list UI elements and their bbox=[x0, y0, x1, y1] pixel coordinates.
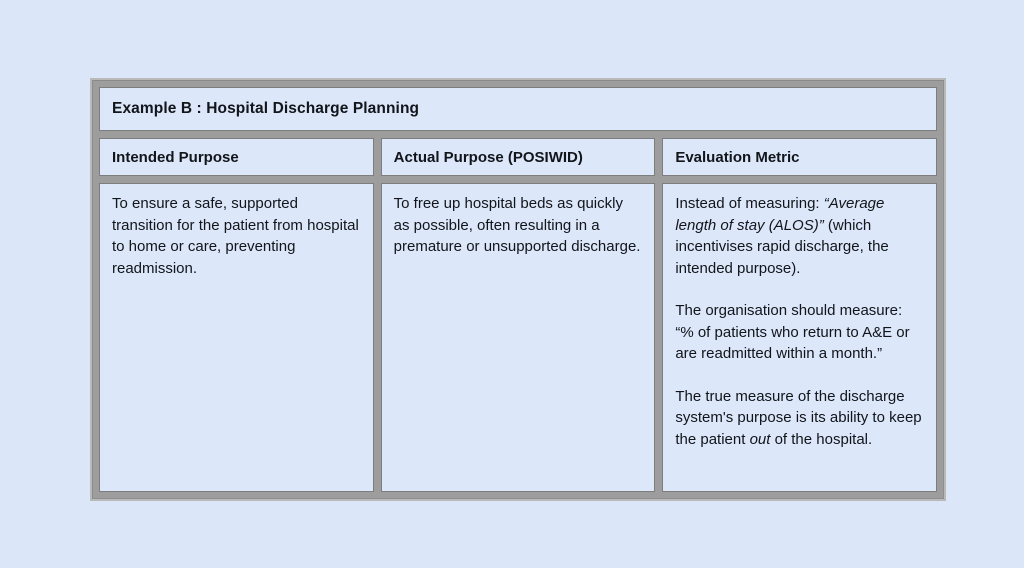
column-header-evaluation-metric: Evaluation Metric bbox=[663, 139, 936, 175]
cell-intended-purpose: To ensure a safe, supported transition f… bbox=[100, 184, 373, 491]
table-title-row: Example B : Hospital Discharge Planning bbox=[100, 88, 936, 130]
paragraph: To free up hospital beds as quickly as p… bbox=[393, 195, 641, 255]
table-body-row: To ensure a safe, supported transition f… bbox=[100, 184, 936, 491]
table-header-row: Intended Purpose Actual Purpose (POSIWID… bbox=[100, 139, 936, 175]
paragraph: The organisation should measure: “% of p… bbox=[675, 302, 910, 362]
cell-actual-purpose: To free up hospital beds as quickly as p… bbox=[381, 184, 655, 491]
paragraph: To ensure a safe, supported transition f… bbox=[112, 195, 359, 277]
column-header-intended-purpose: Intended Purpose bbox=[100, 139, 373, 175]
column-header-actual-purpose: Actual Purpose (POSIWID) bbox=[381, 139, 655, 175]
example-table: Example B : Hospital Discharge Planning … bbox=[90, 78, 946, 501]
paragraph: The true measure of the discharge system… bbox=[675, 387, 922, 448]
table-title: Example B : Hospital Discharge Planning bbox=[112, 100, 420, 117]
cell-evaluation-metric: Instead of measuring: “Average length of… bbox=[663, 184, 936, 491]
paragraph: Instead of measuring: “Average length of… bbox=[675, 195, 889, 277]
